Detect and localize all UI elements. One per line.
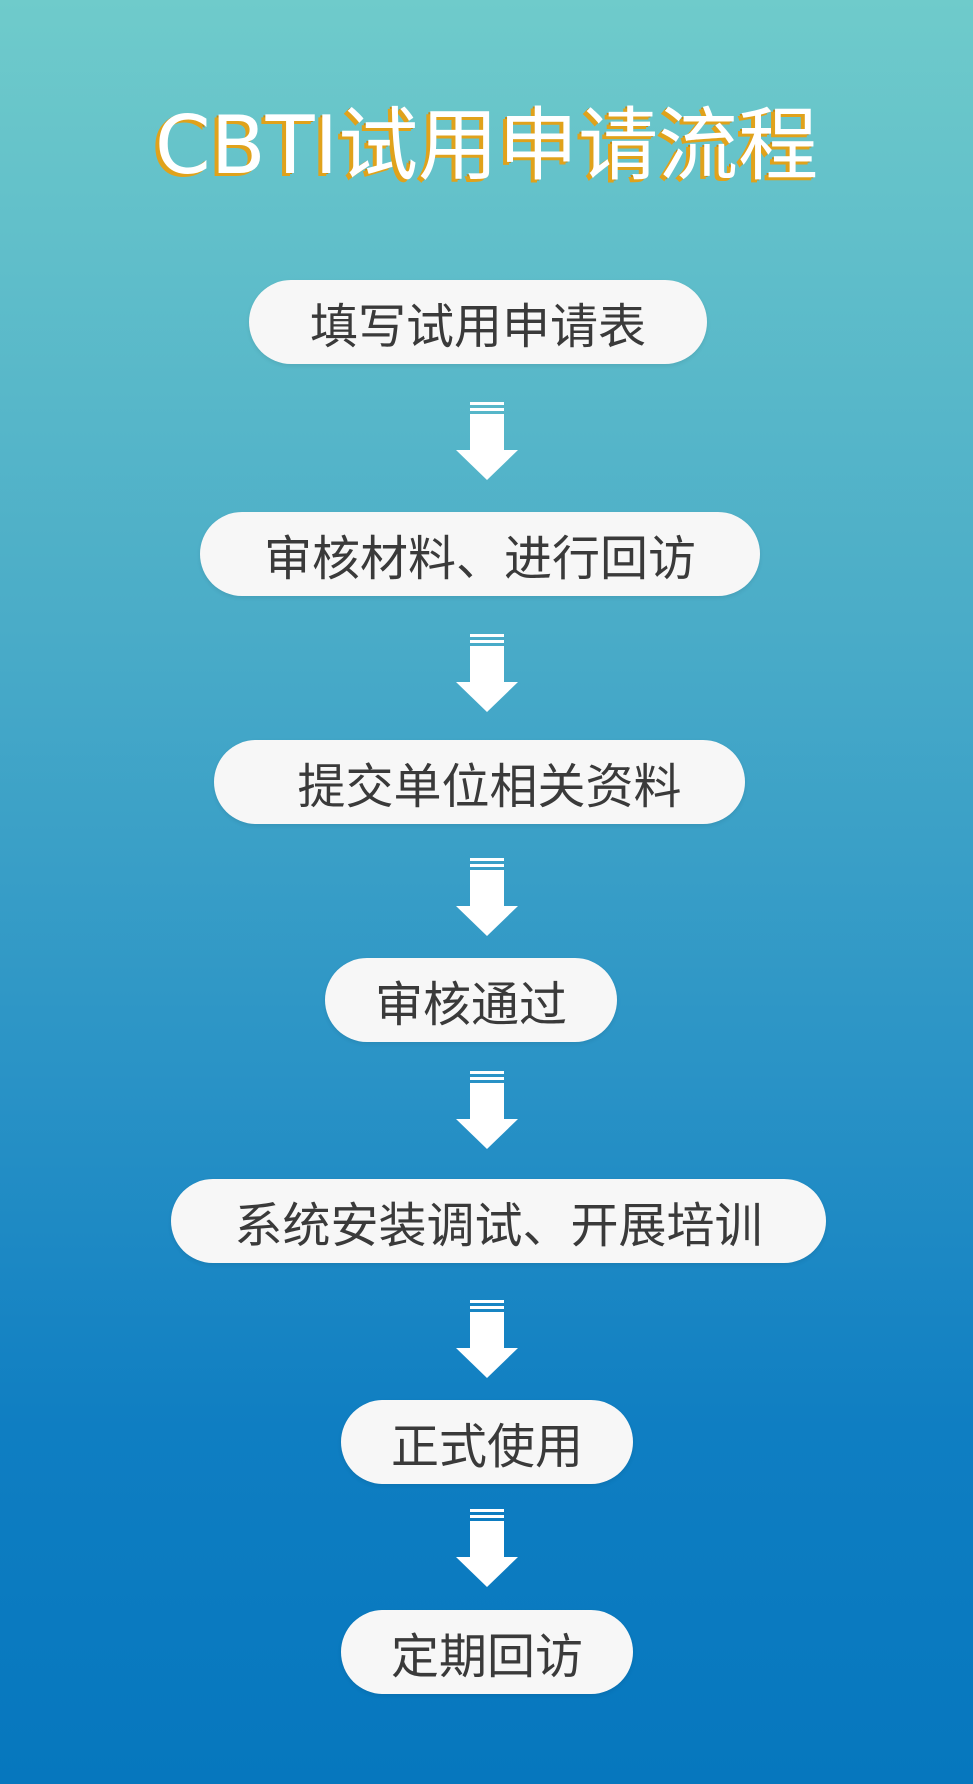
step-regular-follow-up: 定期回访 [341, 1610, 633, 1694]
step-submit-unit-documents: 提交单位相关资料 [214, 740, 745, 824]
arrow-down-icon [456, 1071, 518, 1149]
arrow-down-icon [456, 1509, 518, 1587]
page-title: CBTI试用申请流程 [154, 99, 819, 192]
step-install-and-training: 系统安装调试、开展培训 [171, 1179, 826, 1263]
arrow-down-icon [456, 402, 518, 480]
step-review-materials: 审核材料、进行回访 [200, 512, 760, 596]
step-review-approved: 审核通过 [325, 958, 617, 1042]
arrow-down-icon [456, 634, 518, 712]
step-official-use: 正式使用 [341, 1400, 633, 1484]
arrow-down-icon [456, 858, 518, 936]
step-fill-application-form: 填写试用申请表 [249, 280, 707, 364]
arrow-down-icon [456, 1300, 518, 1378]
